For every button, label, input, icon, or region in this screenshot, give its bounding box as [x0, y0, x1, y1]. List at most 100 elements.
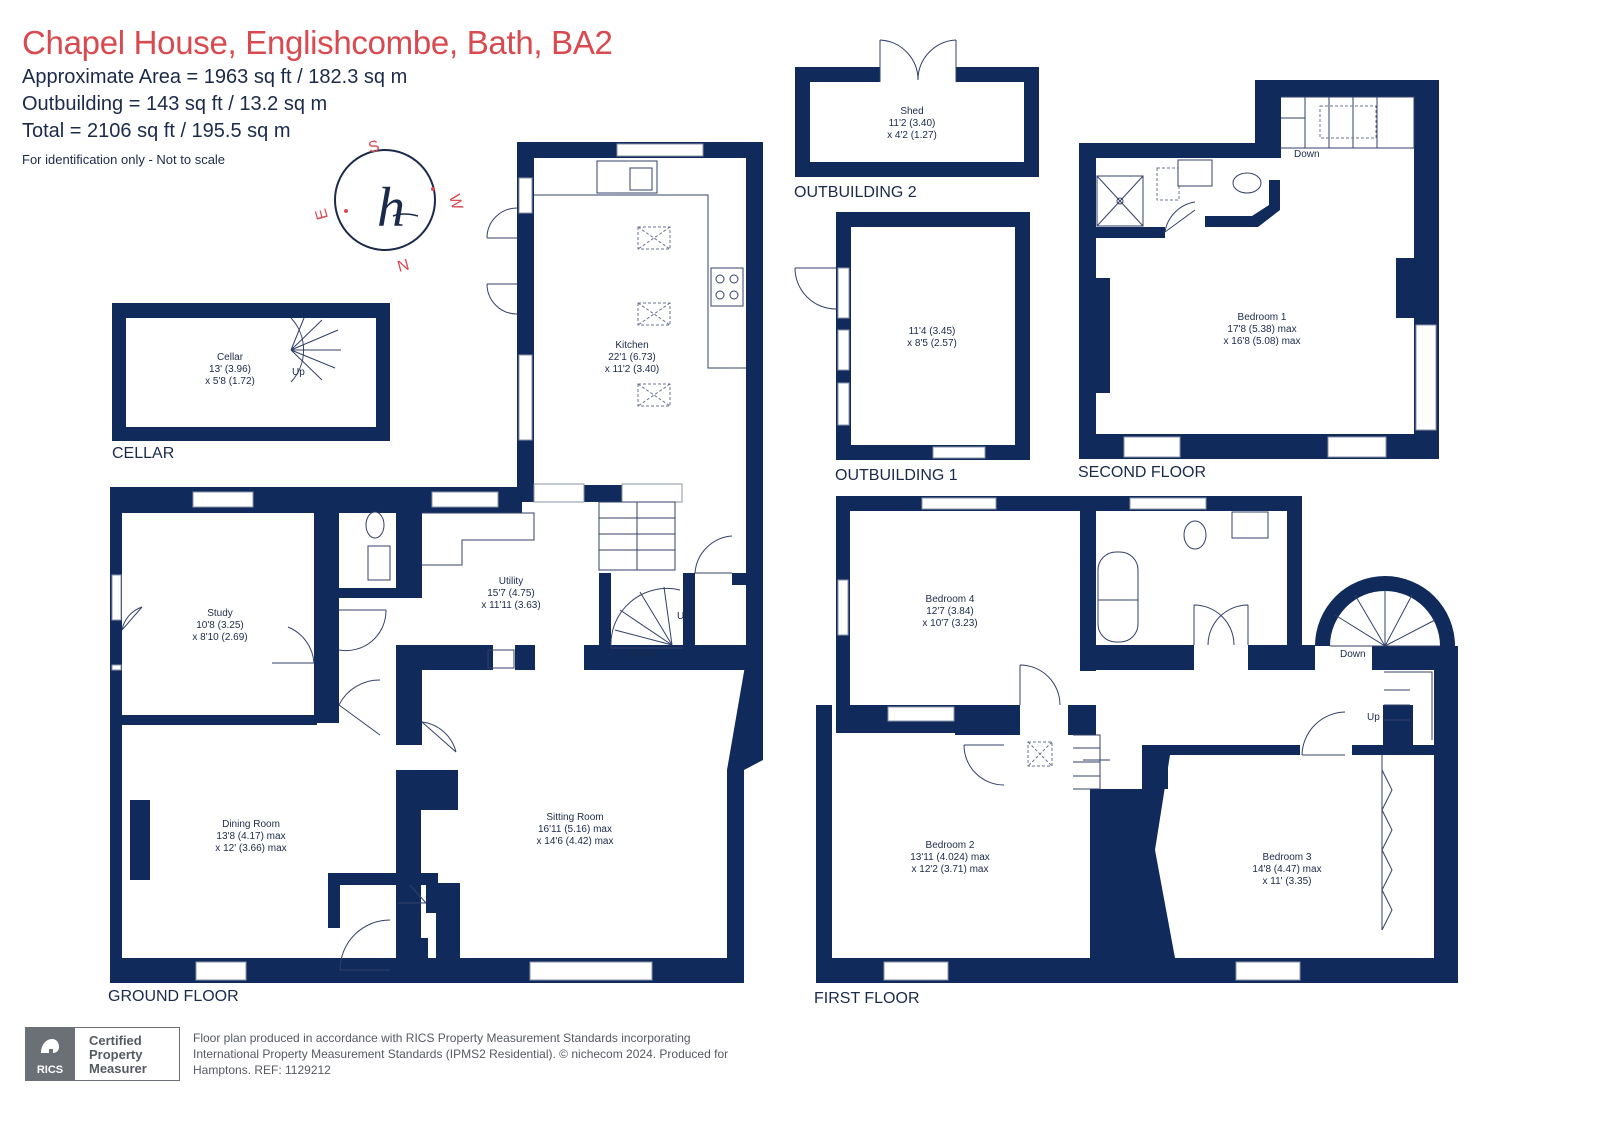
utility-dim1: 15'7 (4.75) [487, 588, 535, 599]
rics-lion-icon [41, 1039, 59, 1053]
utility-south-wall-a [396, 645, 493, 670]
approximate-area: Approximate Area = 1963 sq ft / 182.3 sq… [22, 66, 408, 88]
bedroom2-window [883, 961, 949, 981]
gf-main-stair [598, 501, 676, 571]
ensuite-toilet [1232, 172, 1262, 194]
outbuilding1-dim2: x 8'5 (2.57) [907, 338, 957, 349]
footer-line-1: Floor plan produced in accordance with R… [193, 1031, 691, 1045]
kitchen-french-door-b [486, 283, 518, 315]
kitchen-french-door-a [486, 207, 518, 239]
kitchen-rooflight-3 [637, 383, 671, 407]
landing-window [887, 706, 955, 722]
study-dim1: 10'8 (3.25) [196, 620, 244, 631]
utility-south-wall-b [515, 645, 535, 670]
bedroom2-name: Bedroom 2 [926, 840, 975, 851]
kitchen-north-window [616, 143, 704, 157]
kitchen-name: Kitchen [615, 340, 648, 351]
bedroom3-dim1: 14'8 (4.47) max [1252, 864, 1321, 875]
kitchen-partition [584, 485, 622, 502]
ff-west-wall-lower [816, 705, 832, 983]
kitchen-dim2: x 11'2 (3.40) [605, 364, 660, 375]
kitchen-west-window-b [518, 354, 533, 441]
bedroom2-door [963, 744, 1005, 786]
sitting-dim2: x 14'6 (4.42) max [537, 836, 614, 847]
floor-label-second: SECOND FLOOR [1078, 464, 1206, 481]
ff-lower-stair [1073, 734, 1110, 790]
hall-door [694, 535, 733, 574]
porch-cupboard-door [398, 884, 427, 904]
footer-line-3: Hamptons. REF: 1129212 [193, 1063, 331, 1077]
ff-spiral-stair-wall [1315, 576, 1455, 646]
study-side-gap [111, 664, 122, 671]
page-title: Chapel House, Englishcombe, Bath, BA2 [22, 24, 613, 61]
compass-west: W [445, 193, 466, 213]
cellar-plan: Cellar 13' (3.96) x 5'8 (1.72) Up [112, 303, 390, 441]
bedroom3-door [1301, 711, 1346, 756]
dining-door [338, 679, 381, 736]
study-east-wall [314, 513, 339, 723]
compass-logo: h [377, 177, 405, 239]
study-name: Study [207, 608, 233, 619]
sitting-fireplace-hearth [487, 649, 515, 669]
stair-east-wall [683, 573, 695, 648]
cellar-walls [112, 303, 390, 441]
bedroom3-dim2: x 11' (3.35) [1263, 876, 1312, 887]
bathroom-window [1129, 497, 1207, 510]
study-side-door-gap [111, 574, 122, 621]
ff-spiral-treads [1330, 590, 1440, 647]
porch-east-pier [436, 883, 460, 960]
gf-wc-basin [367, 545, 391, 581]
sitting-name: Sitting Room [546, 812, 603, 823]
utility-worktop [422, 512, 535, 566]
ensuite-south-wall-a [1096, 227, 1165, 238]
cellar-name: Cellar [217, 352, 244, 363]
rics-logo: RICS [25, 1027, 75, 1081]
bedroom4-south-wall-c [1068, 705, 1096, 735]
utility-dim2: x 11'11 (3.63) [481, 600, 540, 611]
utility-name: Utility [499, 576, 523, 587]
bedroom1-dim2: x 16'8 (5.08) max [1224, 336, 1301, 347]
study-external-door [121, 606, 143, 631]
bath-south-wall-b [1248, 645, 1315, 670]
bedroom1-dim1: 17'8 (5.38) max [1227, 324, 1296, 335]
ff-bathroom-toilet [1183, 520, 1207, 550]
bedroom4-door [1019, 664, 1061, 706]
shed-name: Shed [900, 106, 923, 117]
bedroom3-wardrobe [1381, 755, 1393, 931]
cellar-dim1: 13' (3.96) [209, 364, 251, 375]
outbuilding1-door-gap [837, 267, 850, 319]
dining-dim2: x 12' (3.66) max [215, 843, 286, 854]
sf-stair-north-wall [1255, 80, 1439, 97]
cellar-dim2: x 5'8 (1.72) [205, 376, 255, 387]
sf-stair [1281, 96, 1415, 149]
bedroom1-east-glazing [1415, 324, 1437, 431]
compass-north: N [396, 256, 412, 275]
bedroom3-window [1235, 961, 1301, 981]
bedroom4-dim1: 12'7 (3.84) [926, 606, 974, 617]
ensuite-south-wall-b [1205, 180, 1280, 227]
shed-walls [795, 67, 1039, 177]
utility-window [431, 491, 499, 508]
porch-west-wall [328, 873, 340, 928]
kitchen-hob [710, 267, 744, 307]
bath-south-wall-a [1096, 645, 1194, 670]
study-dining-wall [122, 715, 317, 725]
cert-line-1: Certified [89, 1033, 142, 1048]
gf-spiral-stair [610, 587, 683, 649]
cert-line-3: Measurer [89, 1061, 147, 1076]
ff-east-wall [1434, 646, 1458, 983]
stair-door-stub [732, 573, 746, 585]
sf-stair-rooflight [1319, 105, 1377, 139]
shed-plan: Shed 11'2 (3.40) x 4'2 (1.27) [795, 39, 1039, 177]
compass-dot-east [344, 209, 348, 213]
outbuilding-area: Outbuilding = 143 sq ft / 13.2 sq m [22, 93, 328, 115]
gf-west-wall [110, 487, 122, 983]
sitting-east-wall [727, 660, 763, 983]
porch-north-wall [328, 873, 438, 885]
footer-note: Floor plan produced in accordance with R… [193, 1030, 793, 1078]
ff-north-wall [836, 496, 1302, 511]
floor-label-outbuilding2: OUTBUILDING 2 [794, 184, 917, 201]
shed-dim2: x 4'2 (1.27) [887, 130, 937, 141]
floor-label-cellar: CELLAR [112, 445, 174, 462]
